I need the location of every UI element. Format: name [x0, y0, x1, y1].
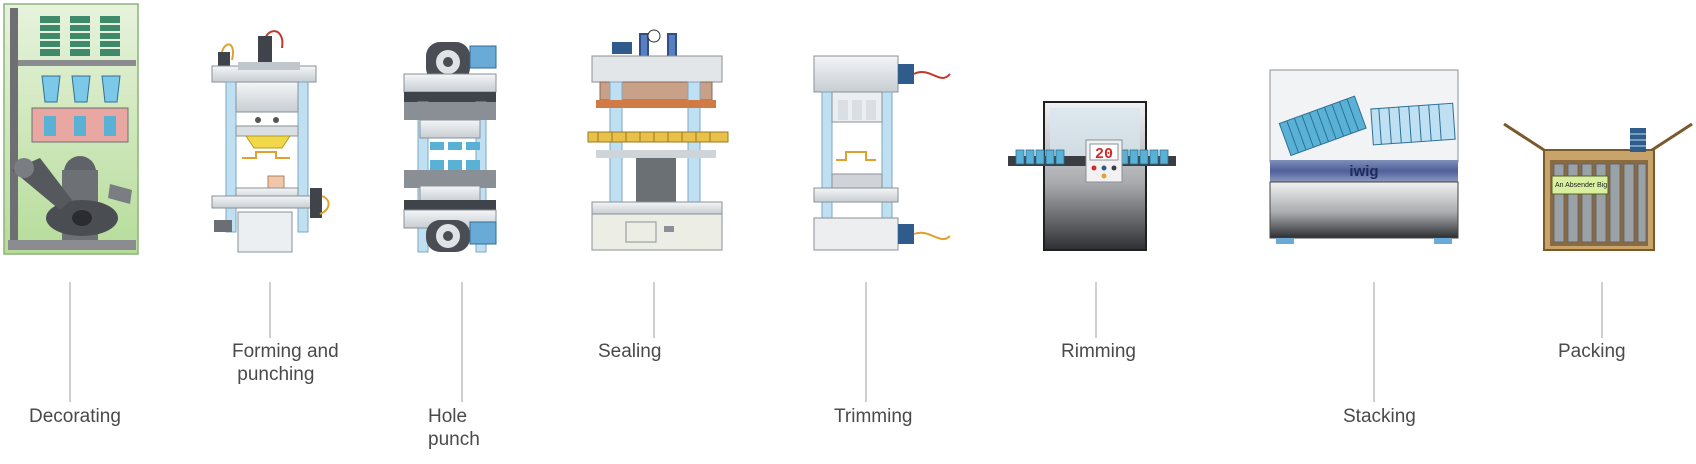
- rimming-display: 20: [1095, 146, 1113, 163]
- forming-machine-icon: [211, 30, 330, 253]
- stacking-machine-icon: iwig: [1269, 69, 1459, 244]
- brand-logo: iwig: [1349, 163, 1378, 180]
- rimming-machine-icon: 20: [1008, 101, 1176, 251]
- hole-punch-machine-icon: [403, 42, 497, 253]
- sealing-machine-icon: [587, 29, 729, 251]
- trimming-machine-icon: [813, 55, 951, 251]
- label-packing: Packing: [1558, 341, 1626, 362]
- label-sealing: Sealing: [598, 341, 662, 362]
- packing-box-icon: An Absender Big: [1503, 122, 1693, 251]
- label-stacking: Stacking: [1343, 406, 1416, 427]
- label-forming-and-punching: Forming and punching: [232, 341, 339, 385]
- box-label-text: An Absender Big: [1555, 182, 1607, 189]
- label-decorating: Decorating: [29, 406, 121, 427]
- label-rimming: Rimming: [1061, 341, 1136, 362]
- connector-lines: [69, 282, 1603, 402]
- label-hole-punch: Hole punch: [428, 406, 480, 450]
- decorating-machine-icon: [3, 3, 139, 255]
- label-trimming: Trimming: [834, 406, 913, 427]
